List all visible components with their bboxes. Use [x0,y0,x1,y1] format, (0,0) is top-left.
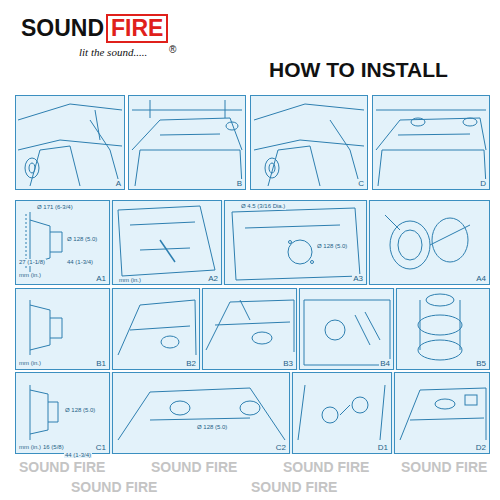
watermark: SOUND FIRE [18,460,106,475]
step-letter: A4 [475,274,487,283]
step-letter: D [479,179,487,188]
page-title: HOW TO INSTALL [268,58,449,81]
step-letter: D2 [475,443,487,452]
step-letter: B5 [475,359,487,368]
dimension: Ø 171 (6-3/4) [36,204,74,211]
watermark: SOUND FIRE [70,480,158,495]
step-panel: D2 [394,372,490,454]
step-panel: B1 [15,288,110,370]
dimension: 16 (5/8) [42,444,65,451]
step-panel: B2 [112,288,200,370]
step-letter: A3 [352,274,364,283]
unit-note: mm (in.) [18,444,42,451]
step-panel: B4 [299,288,394,370]
step-letter: C2 [275,443,287,452]
step-letter: B [236,179,243,188]
dimension: 44 (1-3/4) [66,259,94,266]
unit-note: mm (in.) [118,277,142,284]
step-letter: A2 [207,274,219,283]
step-letter: A1 [95,274,107,283]
dimension: Ø 128 (5.0) [316,243,348,250]
logo-word: FIRE [106,14,168,43]
dimension: 27 (1-1/8) [18,259,46,266]
step-panel: B [128,95,246,190]
step-letter: B2 [185,359,197,368]
step-panel: C [250,95,368,190]
dimension: Ø 4.5 (3/16 Dia.) [240,203,286,210]
step-panel: B3 [202,288,297,370]
step-panel: A4 [369,200,490,285]
registered-mark: ® [168,44,177,55]
watermark: SOUND FIRE [282,460,370,475]
step-letter: B3 [282,359,294,368]
step-letter: D1 [377,443,389,452]
dimension: Ø 128 (5.0) [66,236,98,243]
step-panel: A [15,95,125,190]
watermark: SOUND FIRE [150,460,238,475]
step-panel: D [372,95,490,190]
logo-tagline: lit the sound..... [78,46,148,58]
step-letter: C1 [95,443,107,452]
step-letter: C [357,179,365,188]
dimension: Ø 128 (5.0) [196,424,228,431]
unit-note: mm (in.) [18,360,42,367]
unit-note: mm (in.) [18,272,42,279]
step-letter: A [115,179,122,188]
dimension: Ø 128 (5.0) [64,407,96,414]
dimension: 44 (1-3/4) [64,452,92,459]
step-panel: D1 [292,372,392,454]
watermark: SOUND FIRE [400,460,488,475]
logo-word: SOUND [20,16,105,41]
watermark: SOUND FIRE [250,480,338,495]
step-letter: B1 [95,359,107,368]
step-panel: B5 [396,288,490,370]
step-letter: B4 [379,359,391,368]
step-panel: A2 [112,200,222,285]
step-panel: C2 [112,372,290,454]
